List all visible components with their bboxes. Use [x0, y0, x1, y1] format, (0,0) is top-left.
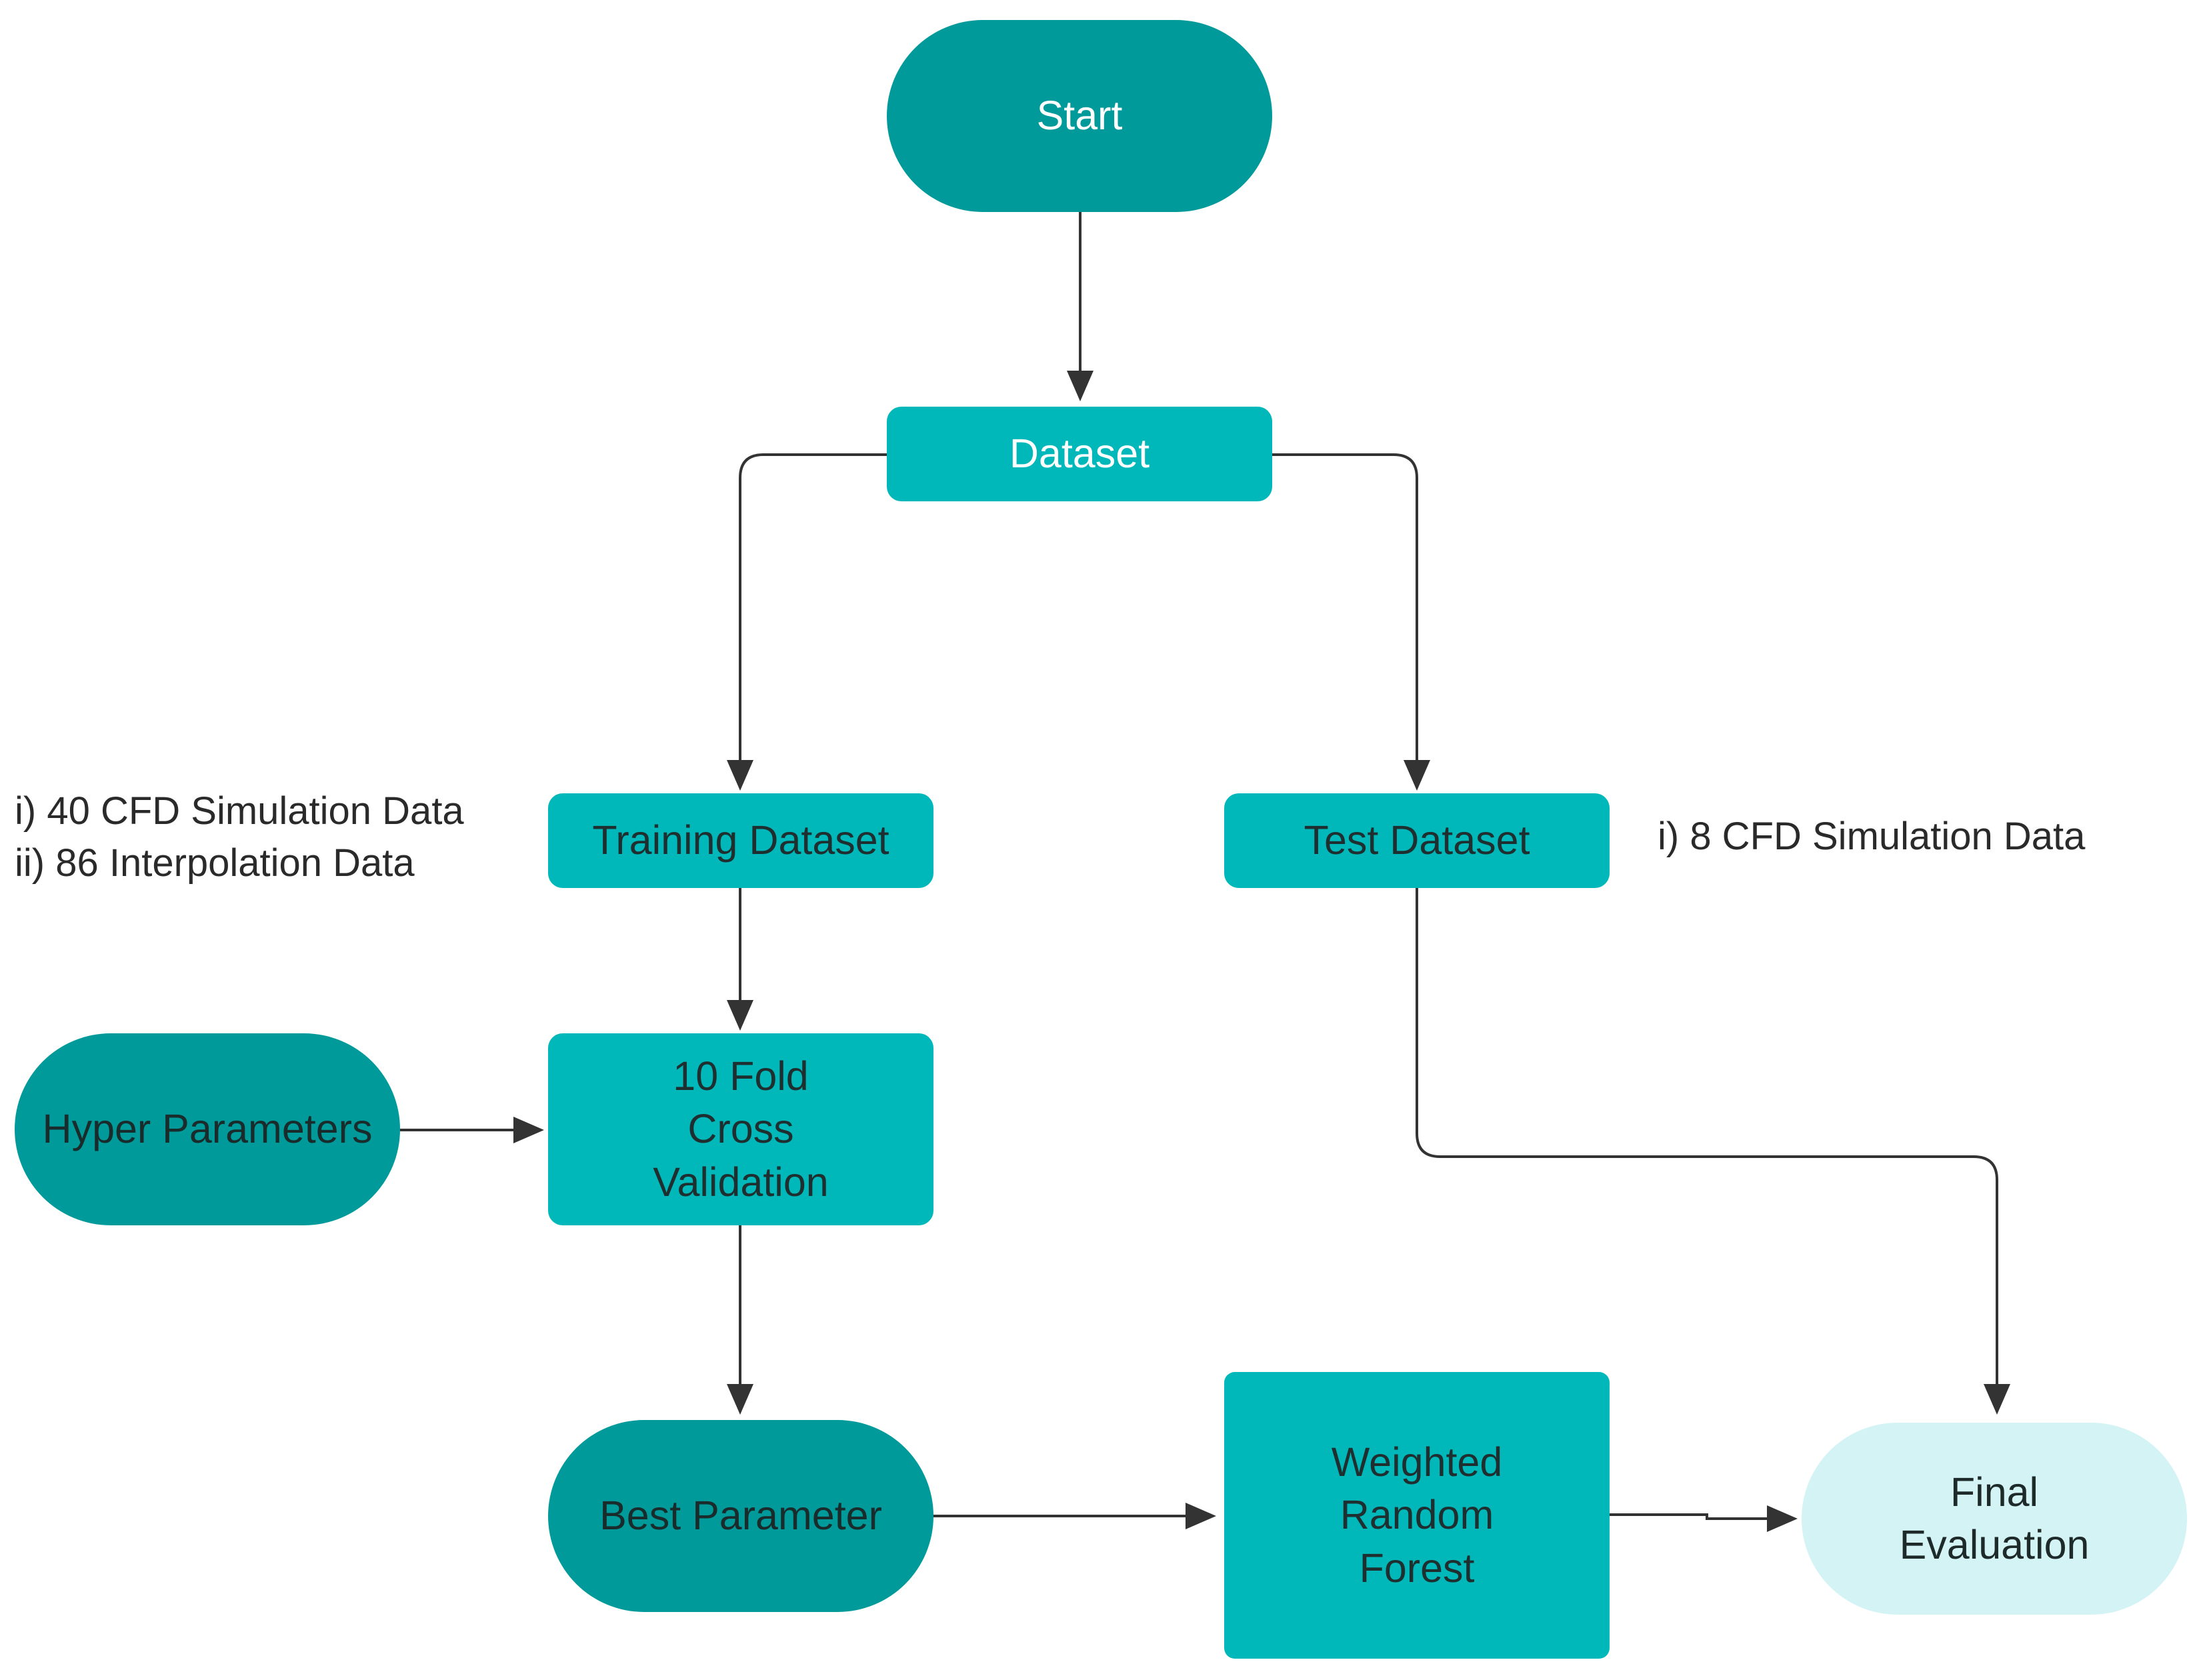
dataset-node: Dataset: [887, 407, 1272, 501]
test-dataset-label: Test Dataset: [1304, 817, 1530, 863]
edge-dataset-test: [1272, 453, 1418, 767]
training-dataset-node: Training Dataset: [548, 793, 933, 888]
best-parameter-node: Best Parameter: [548, 1420, 933, 1612]
arrowhead-cv: [727, 1000, 753, 1031]
cross-validation-node: 10 Fold Cross Validation: [548, 1033, 933, 1225]
cross-validation-label: 10 Fold Cross Validation: [653, 1053, 829, 1205]
arrowhead-dataset: [1067, 371, 1093, 401]
best-parameter-label: Best Parameter: [599, 1493, 882, 1539]
start-node: Start: [887, 20, 1272, 212]
start-label: Start: [1036, 93, 1123, 139]
arrowhead-final-left: [1767, 1505, 1798, 1532]
training-note-line-2: ii) 86 Interpolation Data: [15, 841, 415, 885]
edge-dataset-training: [739, 453, 887, 767]
training-dataset-label: Training Dataset: [592, 817, 889, 863]
arrowhead-training: [727, 760, 753, 791]
final-evaluation-node: Final Evaluation: [1802, 1423, 2187, 1615]
test-note: i) 8 CFD Simulation Data: [1658, 811, 2085, 863]
dataset-label: Dataset: [1009, 431, 1150, 477]
arrowhead-wrf: [1186, 1503, 1216, 1529]
test-dataset-node: Test Dataset: [1224, 793, 1610, 888]
edge-wrf-final: [1609, 1513, 1770, 1520]
test-note-line-1: i) 8 CFD Simulation Data: [1658, 815, 2086, 858]
arrowhead-hyper-cv: [513, 1117, 544, 1143]
weighted-random-forest-label: Weighted Random Forest: [1331, 1439, 1503, 1591]
weighted-random-forest-node: Weighted Random Forest: [1224, 1372, 1610, 1659]
training-note: i) 40 CFD Simulation Data ii) 86 Interpo…: [15, 785, 464, 890]
arrowhead-best: [727, 1384, 753, 1415]
arrowhead-final-top: [1984, 1384, 2010, 1415]
training-note-line-1: i) 40 CFD Simulation Data: [15, 789, 464, 833]
final-evaluation-label: Final Evaluation: [1899, 1469, 2090, 1567]
edge-test-final: [1416, 887, 1998, 1387]
hyper-parameters-node: Hyper Parameters: [15, 1033, 400, 1225]
hyper-parameters-label: Hyper Parameters: [42, 1106, 373, 1152]
arrowhead-test: [1404, 760, 1430, 791]
